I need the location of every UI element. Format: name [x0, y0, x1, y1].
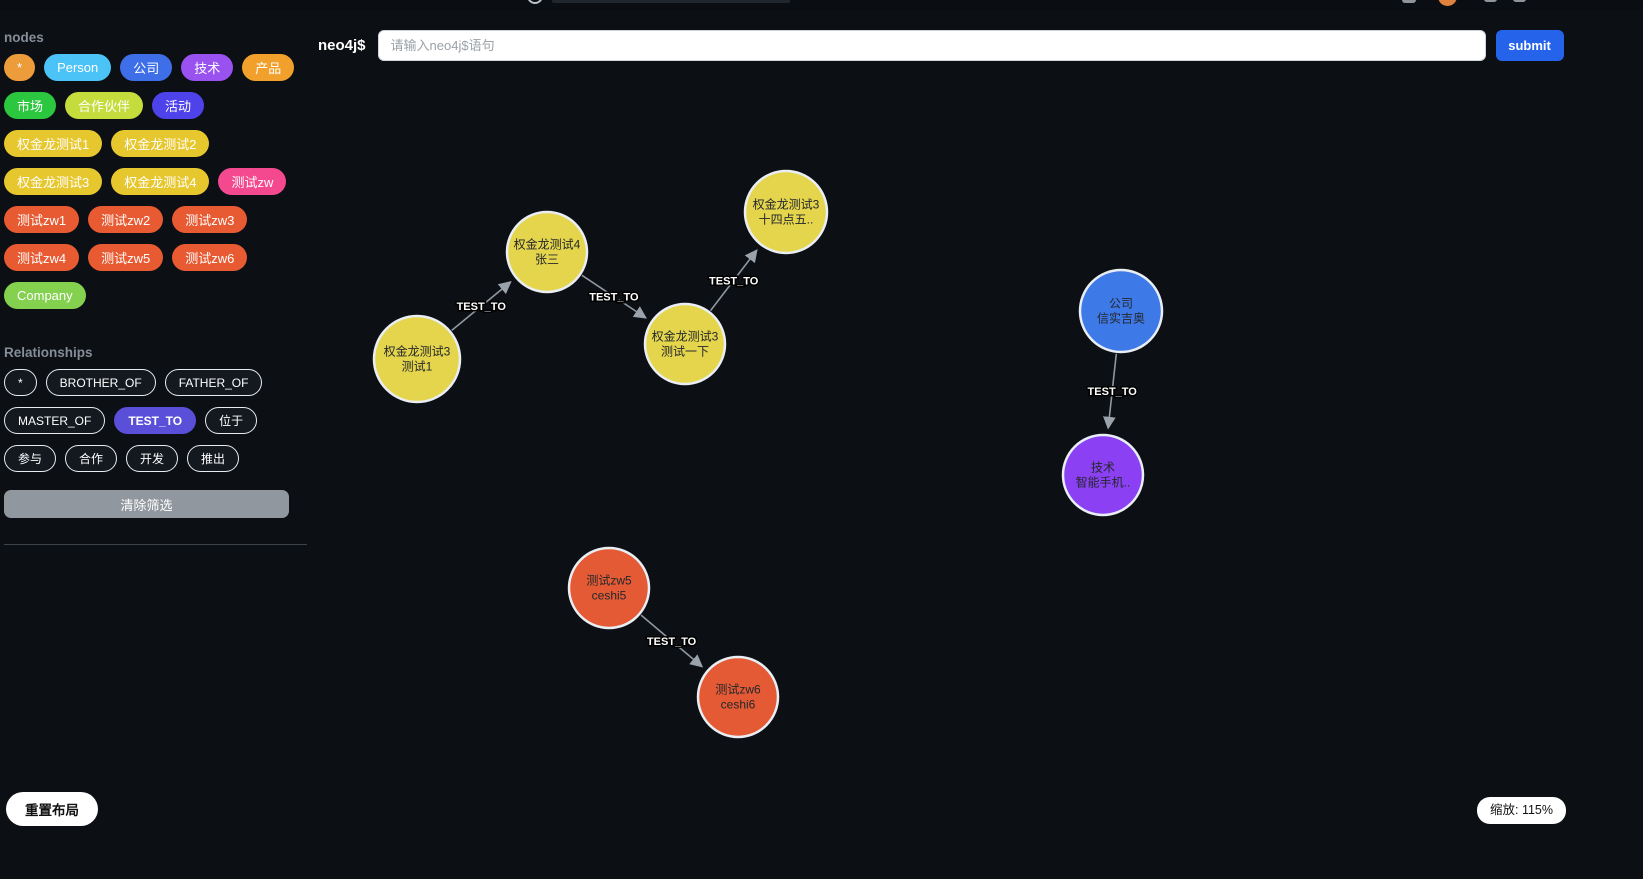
relationship-filter-develop[interactable]: 开发 — [126, 445, 179, 472]
graph-edge-n3-n4[interactable]: TEST_TO — [708, 249, 760, 312]
clear-filter-button[interactable]: 清除筛选 — [4, 490, 289, 518]
nodes-section-title: nodes — [4, 30, 44, 45]
edge-label: TEST_TO — [589, 292, 639, 304]
node-filter-company-cn[interactable]: 公司 — [120, 54, 173, 81]
node-filter-tech[interactable]: 技术 — [181, 54, 234, 81]
node-filter-test-zw6[interactable]: 测试zw6 — [172, 244, 248, 271]
top-nav-partial — [0, 0, 1643, 10]
node-filter-activity[interactable]: 活动 — [152, 92, 205, 119]
edge-label: TEST_TO — [457, 301, 507, 313]
node-filter-qjl-test3[interactable]: 权金龙测试3 — [4, 168, 103, 195]
notification-icon[interactable] — [1402, 0, 1416, 3]
avatar[interactable] — [1438, 0, 1457, 6]
zoom-level-badge: 缩放: 115% — [1477, 797, 1566, 824]
submit-button[interactable]: submit — [1495, 30, 1564, 61]
help-icon[interactable] — [1484, 0, 1497, 2]
edge-label: TEST_TO — [709, 275, 759, 287]
node-filter-product[interactable]: 产品 — [242, 54, 295, 81]
node-filter-company[interactable]: Company — [4, 282, 86, 309]
settings-icon[interactable] — [1513, 0, 1526, 2]
relationship-filter-cooperate[interactable]: 合作 — [65, 445, 118, 472]
sidebar-divider — [4, 544, 307, 545]
query-prefix-label: neo4j$ — [318, 37, 366, 54]
relationship-filter-list: * BROTHER_OF FATHER_OF MASTER_OF TEST_TO 位于参与… — [4, 364, 305, 478]
search-icon[interactable] — [527, 0, 543, 4]
node-filter-qjl-test2[interactable]: 权金龙测试2 — [111, 130, 210, 157]
edge-label: TEST_TO — [1088, 386, 1138, 398]
node-filter-partner[interactable]: 合作伙伴 — [65, 92, 144, 119]
graph-edge-n7-n8[interactable]: TEST_TO — [640, 614, 704, 668]
graph-edge-n2-n3[interactable]: TEST_TO — [581, 274, 647, 319]
relationships-section-title: Relationships — [4, 345, 93, 360]
relationship-filter-participate[interactable]: 参与 — [4, 445, 57, 472]
node-filter-list: * Person 公司技术产品市场合作伙伴活动权金龙测试1 权金龙测试2 权金龙测试3 权… — [4, 49, 305, 315]
node-filter-qjl-test4[interactable]: 权金龙测试4 — [111, 168, 210, 195]
sidebar: nodes * Person 公司技术产品市场合作伙伴活动权金龙测试1 权金龙测试2 权… — [0, 0, 307, 545]
relationship-filter-master-of[interactable]: MASTER_OF — [4, 407, 106, 434]
relationship-filter-located-in[interactable]: 位于 — [205, 407, 258, 434]
edge-label: TEST_TO — [647, 636, 697, 648]
query-input[interactable] — [377, 30, 1486, 61]
relationship-filter-father-of[interactable]: FATHER_OF — [164, 369, 263, 396]
node-filter-all[interactable]: * — [4, 54, 36, 81]
node-filter-test-zw[interactable]: 测试zw — [218, 168, 287, 195]
node-filter-person[interactable]: Person — [44, 54, 112, 81]
relationship-filter-test-to[interactable]: TEST_TO — [114, 407, 197, 434]
nav-menu-partial — [552, 0, 790, 3]
relationship-filter-all[interactable]: * — [4, 369, 37, 396]
node-filter-market[interactable]: 市场 — [4, 92, 57, 119]
node-filter-test-zw4[interactable]: 测试zw4 — [4, 244, 80, 271]
node-filter-test-zw1[interactable]: 测试zw1 — [4, 206, 80, 233]
node-filter-qjl-test1[interactable]: 权金龙测试1 — [4, 130, 103, 157]
relationship-filter-brother-of[interactable]: BROTHER_OF — [45, 369, 156, 396]
query-bar: neo4j$ submit — [318, 30, 1564, 61]
node-filter-test-zw5[interactable]: 测试zw5 — [88, 244, 164, 271]
graph-edge-n5-n6[interactable]: TEST_TO — [1086, 353, 1139, 430]
node-filter-test-zw2[interactable]: 测试zw2 — [88, 206, 164, 233]
reset-layout-button[interactable]: 重置布局 — [6, 792, 98, 826]
graph-edge-n1-n2[interactable]: TEST_TO — [451, 281, 512, 332]
node-filter-test-zw3[interactable]: 测试zw3 — [172, 206, 248, 233]
relationship-filter-launch[interactable]: 推出 — [187, 445, 240, 472]
